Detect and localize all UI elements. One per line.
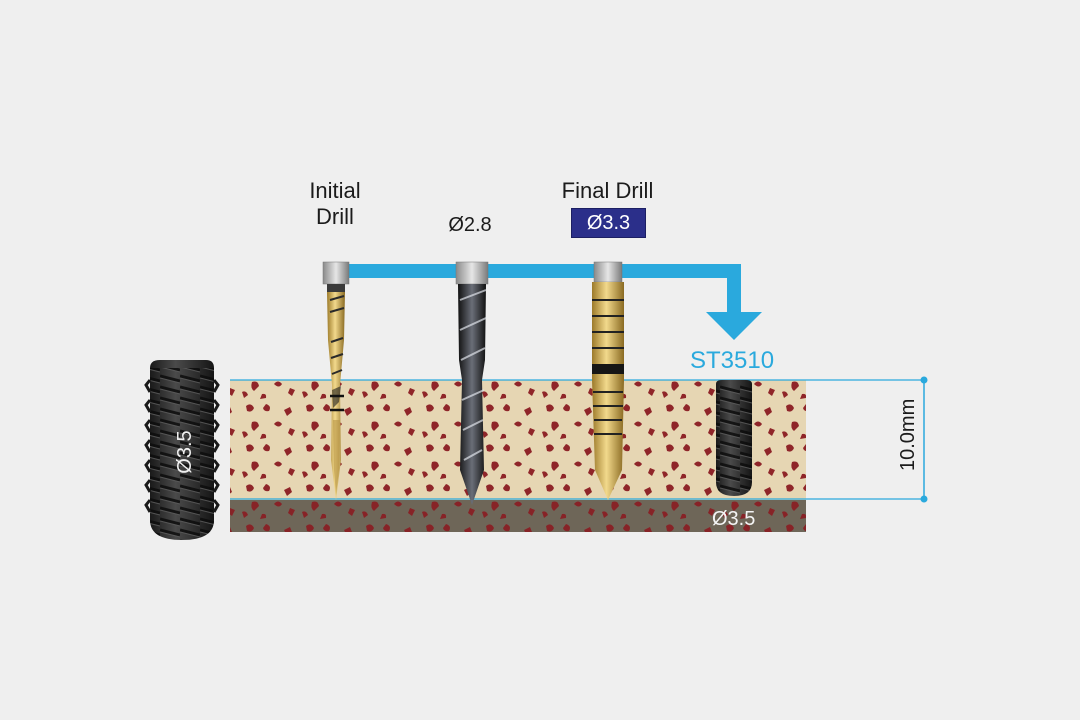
bone-block (230, 379, 924, 532)
final-drill-label: Final Drill (561, 178, 654, 203)
drill-28-label: Ø2.8 (448, 214, 492, 236)
final-drill-diameter-badge: Ø3.3 (571, 208, 646, 238)
implant-standalone (144, 360, 220, 540)
bone-spots-base (230, 500, 806, 532)
initial-drill-label: Initial Drill (309, 178, 361, 229)
depth-label: 10.0mm (897, 398, 919, 471)
drill-28 (455, 261, 489, 505)
bottom-diameter-label: Ø3.5 (712, 508, 756, 530)
implant-model-label: ST3510 (690, 347, 775, 374)
bone-spots-top (230, 380, 806, 500)
final-drill (592, 261, 624, 500)
sequence-arrow (345, 264, 762, 340)
depth-dimension (920, 376, 928, 503)
initial-drill (322, 261, 350, 500)
implant-in-bone (716, 380, 752, 496)
implant-diameter-label: Ø3.5 (174, 430, 196, 474)
